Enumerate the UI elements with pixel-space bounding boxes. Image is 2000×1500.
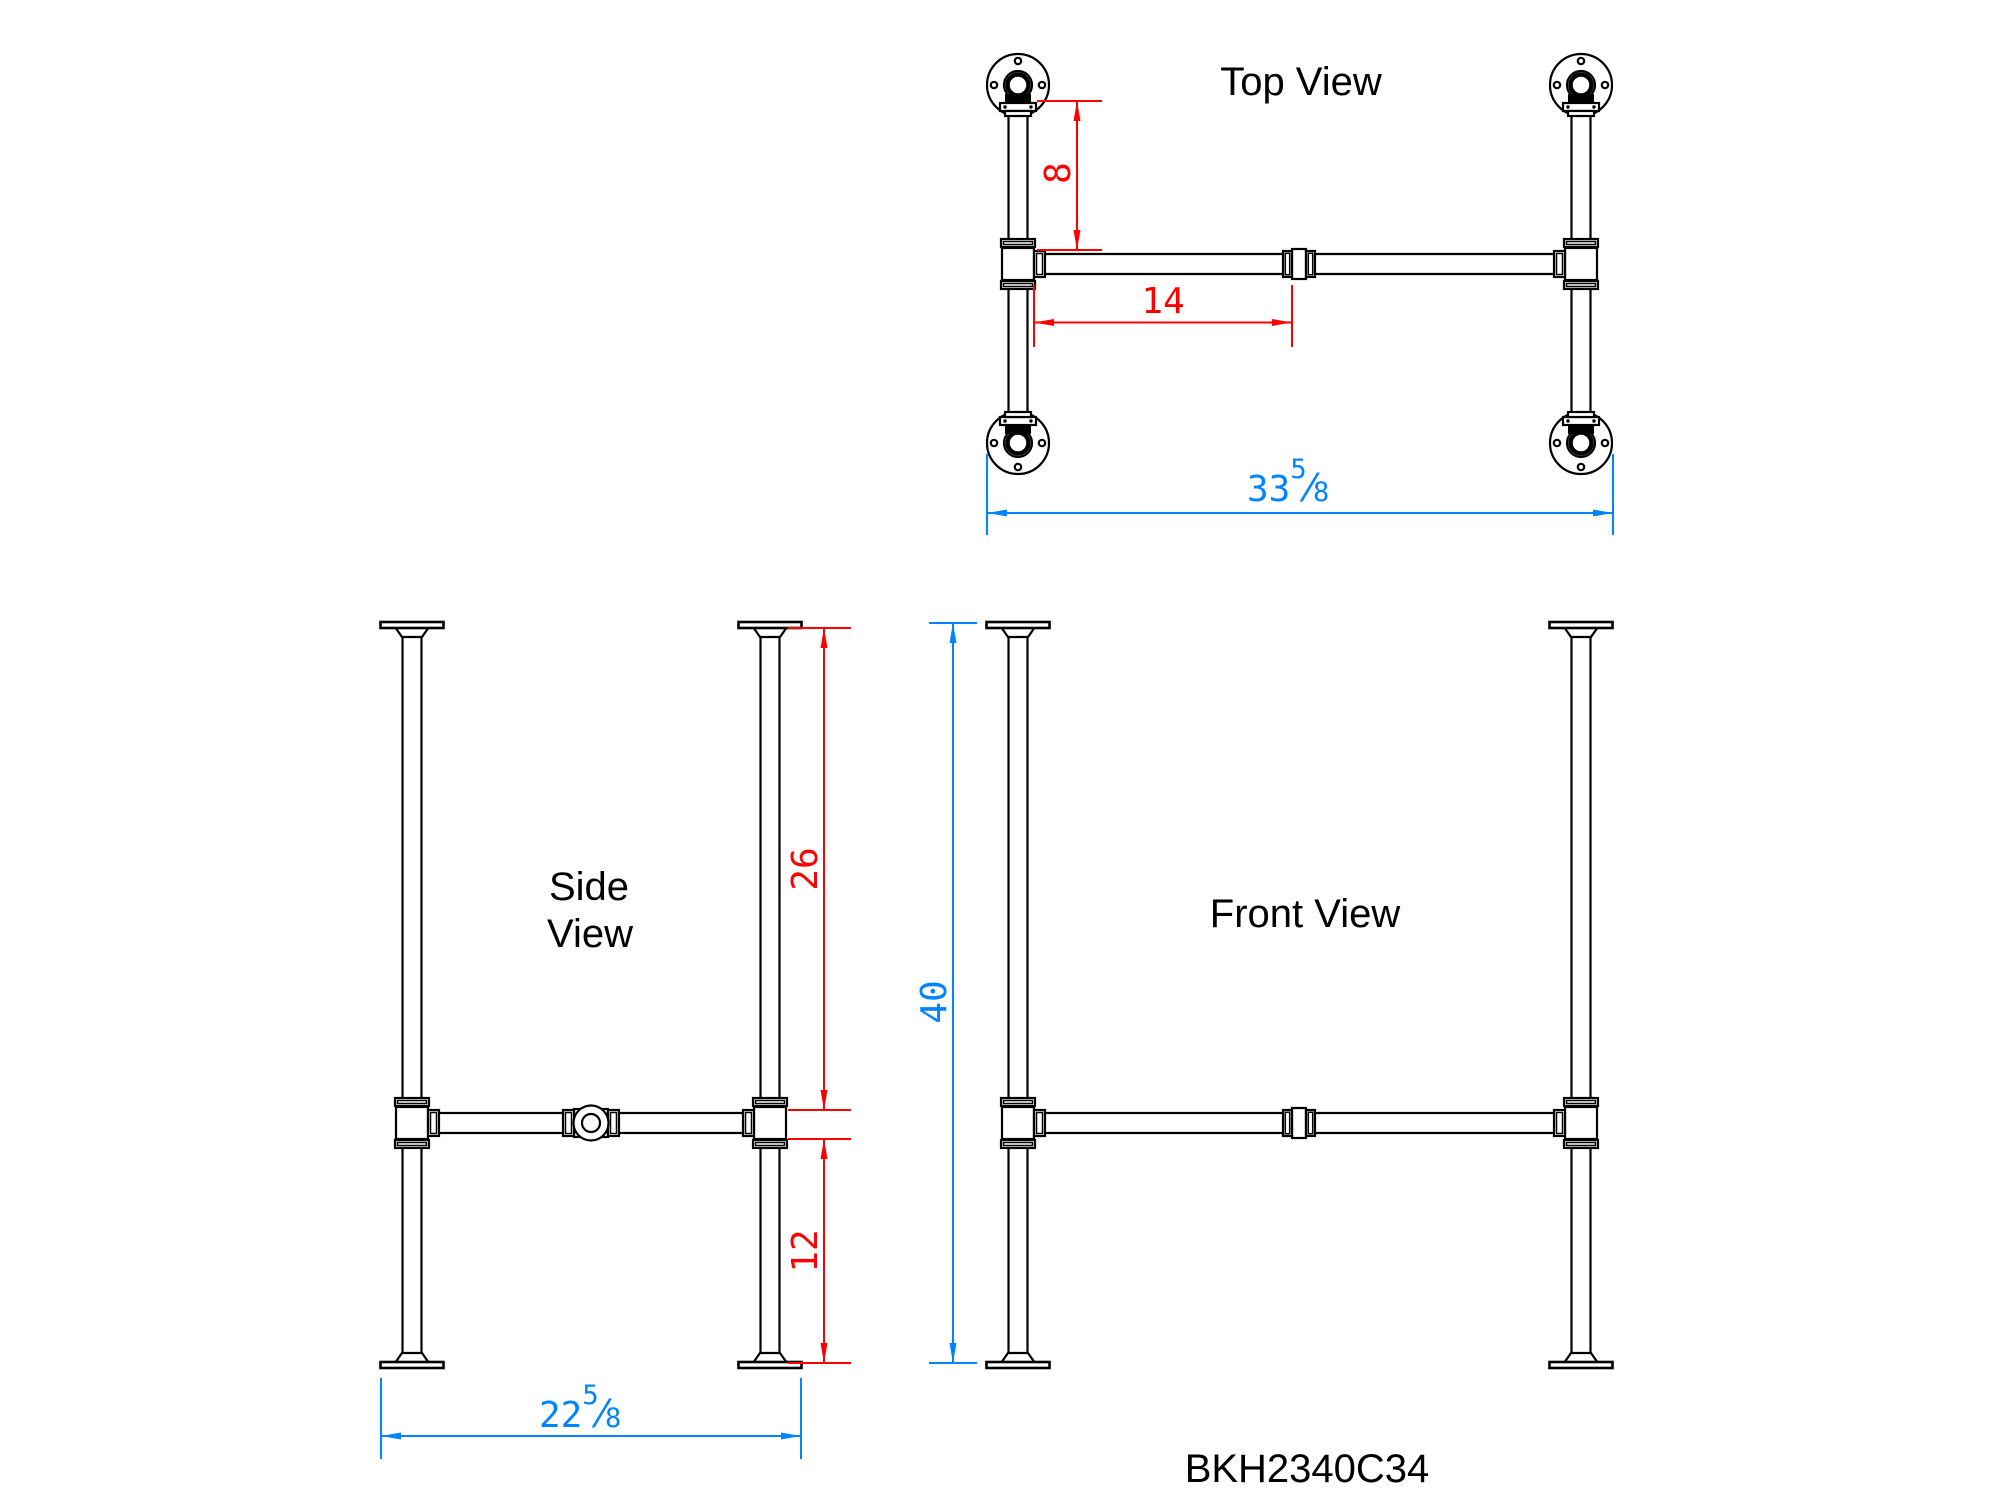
flange-foot-right-icon [1548,1351,1614,1370]
dim-value-33-5-8: 335⁄8 [1247,454,1329,510]
flange-foot-right-icon [737,1351,803,1370]
front-view-geometry [985,620,1614,1370]
dim-value-12: 12 [785,1229,826,1272]
flange-foot-left-icon [379,1351,445,1370]
part-number: BKH2340C34 [1185,1447,1430,1491]
dim-overall-depth: 225⁄8 [380,1378,802,1459]
tee-fitting-right [741,1096,789,1150]
top-view-title: Top View [1220,60,1382,104]
flange-top-left-icon [987,54,1049,116]
front-view: Front View [914,620,1614,1370]
flange-top-left-icon [379,620,445,639]
flange-bottom-right-icon [1550,412,1612,474]
flange-top-right-icon [737,620,803,639]
dim-flange-to-crossbar-depth: 8 [1037,100,1102,251]
side-view: Side View [379,620,851,1459]
dim-overall-height: 40 [914,622,977,1364]
dim-value-26: 26 [785,847,826,890]
tee-fitting-left [999,237,1047,291]
dim-value-14: 14 [1141,281,1184,322]
center-tee-outlet [561,1104,621,1142]
dim-value-8: 8 [1038,162,1079,184]
center-coupling [1281,1106,1317,1140]
dim-value-40: 40 [914,980,955,1023]
front-view-title: Front View [1210,892,1401,936]
tee-fitting-left [393,1096,441,1150]
side-view-geometry [379,620,803,1370]
side-view-title-line2: View [547,912,633,956]
flange-top-right-icon [1550,54,1612,116]
dim-crossbar-to-floor: 12 [785,1138,851,1364]
tee-fitting-right [1552,237,1600,291]
top-view-geometry [987,54,1612,474]
center-coupling [1281,247,1317,281]
flange-top-left-icon [985,620,1051,639]
dim-tee-to-center-coupling: 14 [1033,281,1293,347]
tee-fitting-right [1552,1096,1600,1150]
flange-bottom-left-icon [987,412,1049,474]
side-view-title-line1: Side [549,865,629,909]
dim-crossbar-to-top: 26 [785,627,851,1111]
dim-overall-width: 335⁄8 [986,454,1614,535]
flange-foot-left-icon [985,1351,1051,1370]
top-view: Top View [987,54,1613,535]
flange-top-right-icon [1548,620,1614,639]
tee-fitting-left [999,1096,1047,1150]
dim-value-22-5-8: 225⁄8 [539,1380,621,1436]
